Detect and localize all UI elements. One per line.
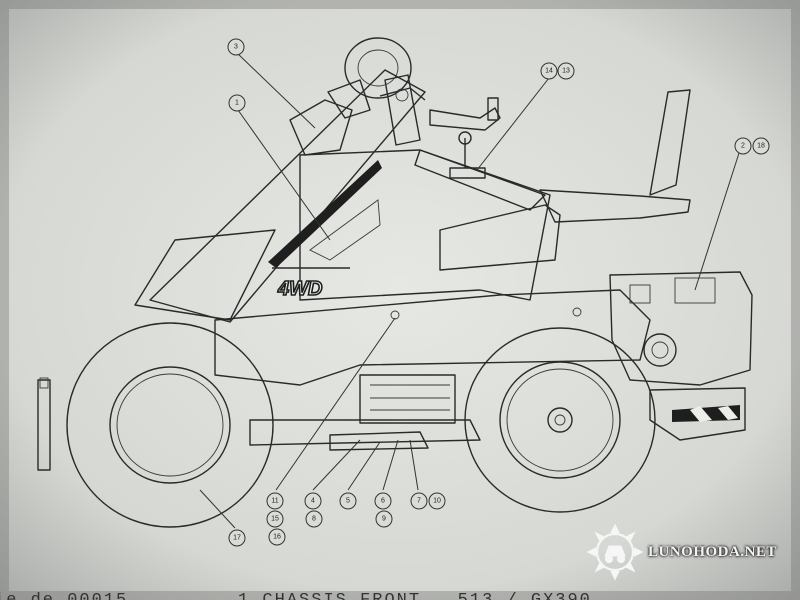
four-wd-badge: 4WD <box>277 278 322 300</box>
front-wheel <box>66 322 274 528</box>
callout-3: 3 <box>227 38 245 56</box>
steering-wheel <box>344 37 426 101</box>
svg-text:3: 3 <box>234 44 238 51</box>
svg-text:4: 4 <box>311 498 315 505</box>
callout-7: 7 <box>410 492 428 510</box>
callout-10: 10 <box>428 492 446 510</box>
body-panel <box>268 149 561 301</box>
front-bumper <box>37 377 51 471</box>
engine <box>609 271 753 441</box>
callout-17: 17 <box>228 529 246 547</box>
svg-text:9: 9 <box>382 516 386 523</box>
watermark-text: LUNOHODA.NET <box>648 544 777 560</box>
svg-text:16: 16 <box>273 534 281 541</box>
svg-text:1: 1 <box>235 100 239 107</box>
lower-chassis <box>214 289 651 451</box>
seat <box>539 89 691 223</box>
rear-wheel <box>464 327 656 513</box>
svg-text:6: 6 <box>381 498 385 505</box>
svg-text:10: 10 <box>433 498 441 505</box>
svg-text:13: 13 <box>562 68 570 75</box>
svg-text:5: 5 <box>346 498 350 505</box>
callout-13: 13 <box>557 62 575 80</box>
callout-1: 1 <box>228 94 246 112</box>
callout-14: 14 <box>540 62 558 80</box>
svg-text:7: 7 <box>417 498 421 505</box>
svg-text:15: 15 <box>271 516 279 523</box>
callout-16: 16 <box>268 528 286 546</box>
watermark-logo-icon <box>586 523 644 581</box>
bottom-caption: ie de 00015 ....... 1 CHASSIS FRONT . 51… <box>0 591 592 600</box>
leader-lines <box>199 51 741 529</box>
callout-5: 5 <box>339 492 357 510</box>
watermark: LUNOHODA.NET <box>585 522 800 584</box>
svg-text:2: 2 <box>741 143 745 150</box>
callout-11: 11 <box>266 492 284 510</box>
svg-text:18: 18 <box>757 143 765 150</box>
svg-text:11: 11 <box>271 498 278 505</box>
callout-6: 6 <box>374 492 392 510</box>
callout-15: 15 <box>266 510 284 528</box>
callout-4: 4 <box>304 492 322 510</box>
callout-9: 9 <box>375 510 393 528</box>
front-boom <box>134 69 426 323</box>
callout-2: 2 <box>734 137 752 155</box>
svg-text:17: 17 <box>233 535 241 542</box>
callout-8: 8 <box>305 510 323 528</box>
control-lever <box>429 97 501 179</box>
svg-text:8: 8 <box>312 516 316 523</box>
svg-text:14: 14 <box>545 68 553 75</box>
callout-18: 18 <box>752 137 770 155</box>
